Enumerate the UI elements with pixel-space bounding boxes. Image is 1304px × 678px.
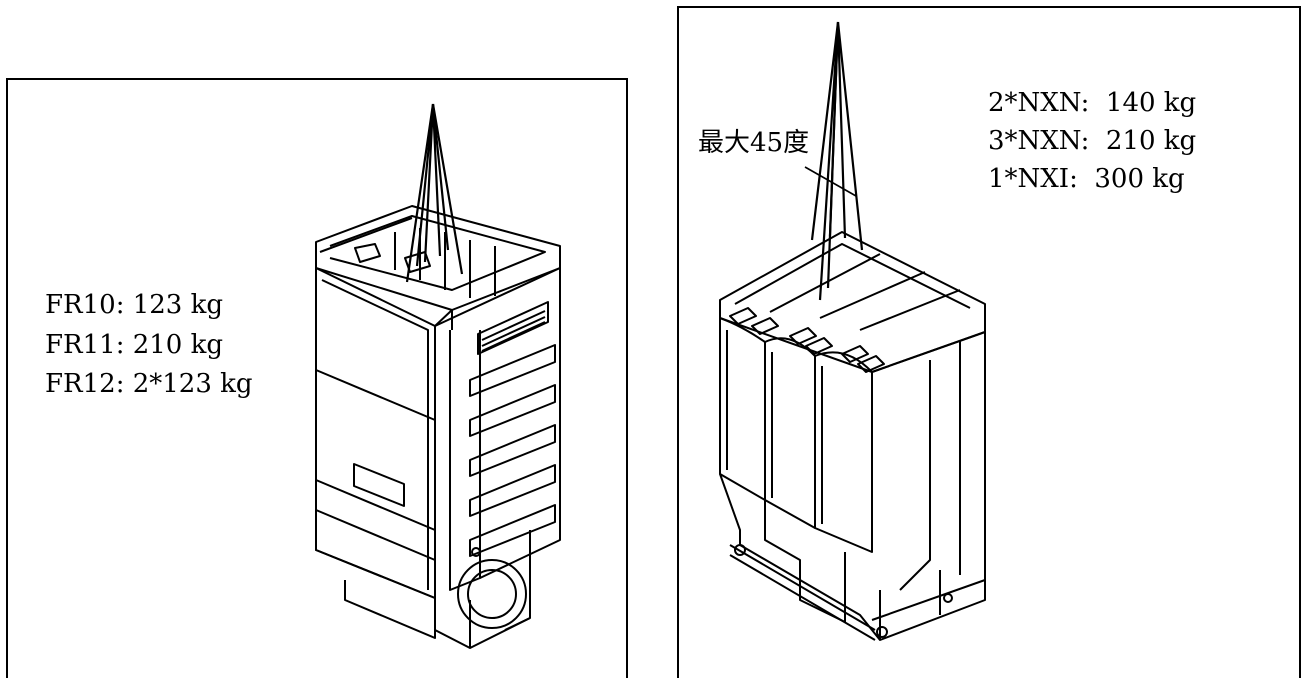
- angle-leader-line: [804, 166, 857, 197]
- weight-label-fr10: FR10: 123 kg: [45, 290, 224, 320]
- weight-label-1nxi: 1*NXI: 300 kg: [988, 164, 1185, 194]
- right-lifting-sling: [810, 21, 864, 301]
- right-cabinet-drawing: [719, 21, 986, 641]
- right-drawing-panel: [677, 6, 1301, 678]
- left-cabinet-drawing: [315, 103, 561, 649]
- max-angle-label: 最大45度: [698, 128, 810, 158]
- left-lifting-sling: [405, 103, 464, 283]
- weight-label-fr11: FR11: 210 kg: [45, 330, 224, 360]
- weight-label-3nxn: 3*NXN: 210 kg: [988, 126, 1197, 156]
- weight-label-fr12: FR12: 2*123 kg: [45, 369, 253, 399]
- weight-label-2nxn: 2*NXN: 140 kg: [988, 88, 1197, 118]
